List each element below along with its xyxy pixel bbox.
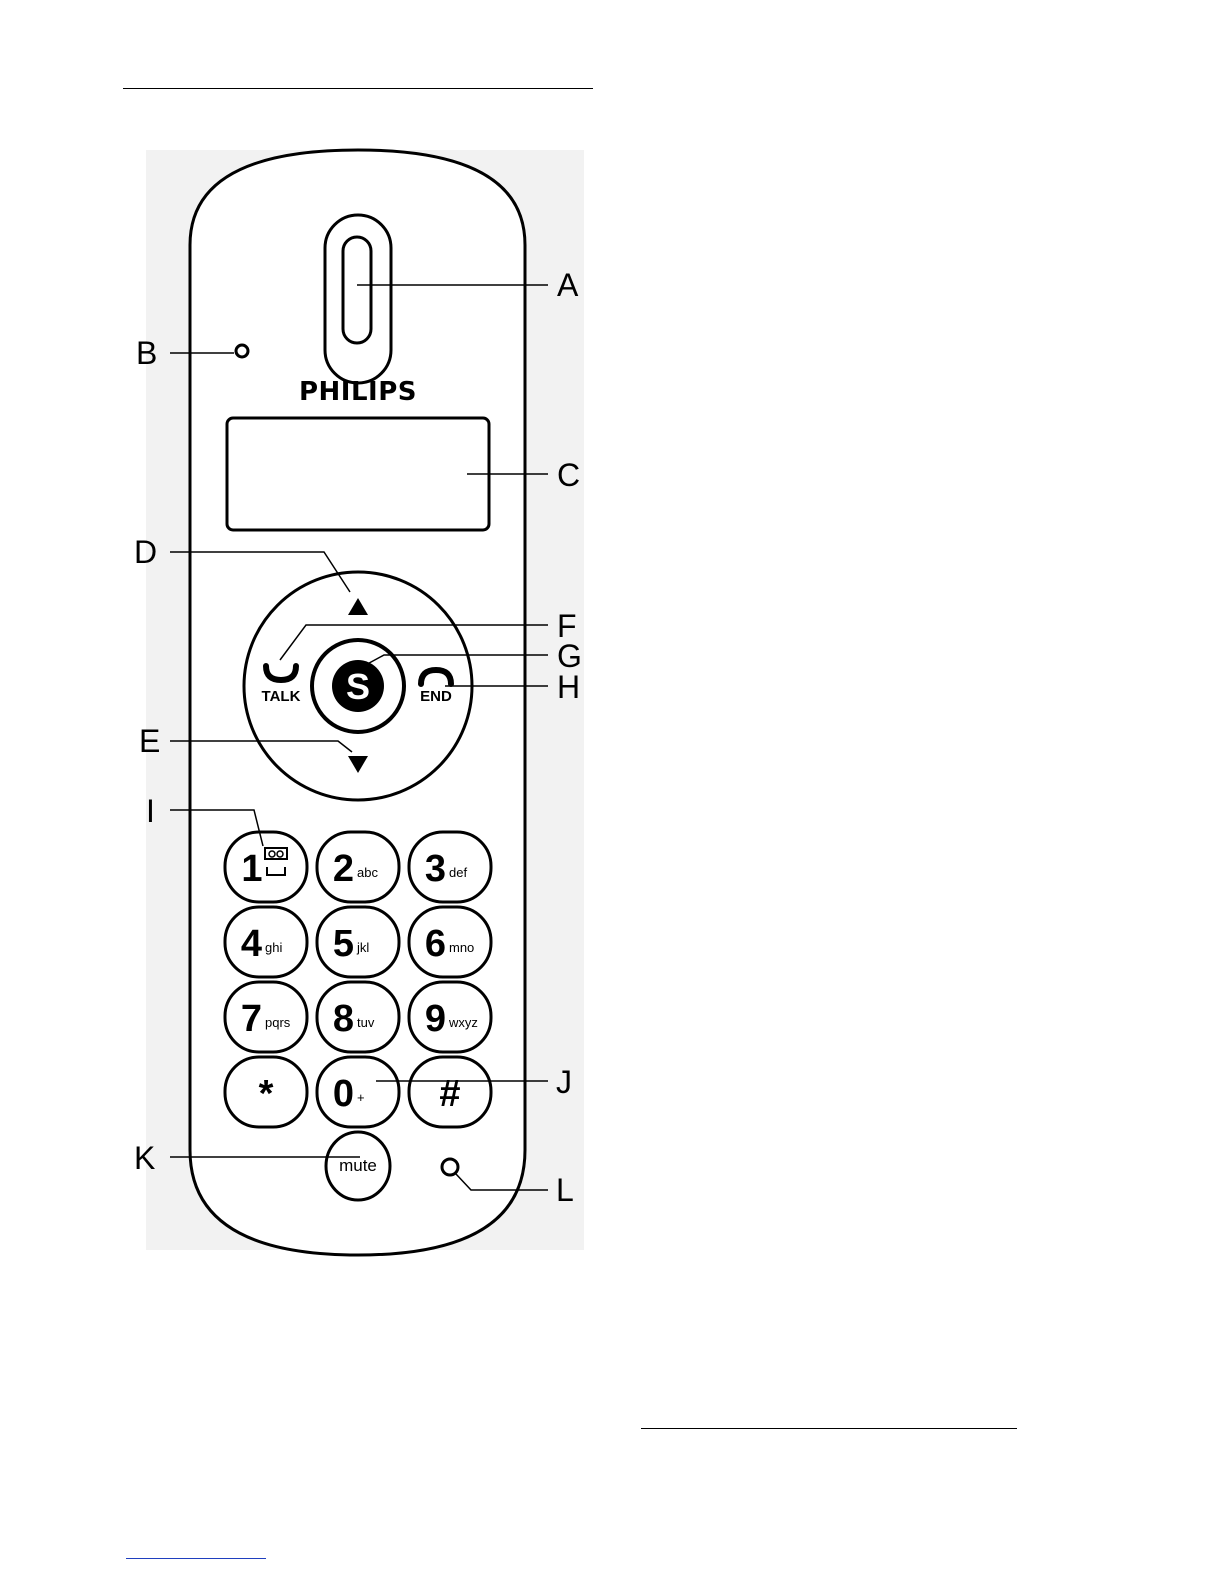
skype-button[interactable]: S (312, 640, 404, 732)
callout-l: L (556, 1172, 574, 1208)
key-letters: tuv (357, 1015, 375, 1030)
key-letters: wxyz (448, 1015, 478, 1030)
key-digit: 5 (333, 923, 354, 965)
callout-j: J (556, 1064, 572, 1100)
key-letters: pqrs (265, 1015, 291, 1030)
key-digit: # (439, 1073, 460, 1115)
key-digit: 2 (333, 848, 354, 890)
key-digit: 0 (333, 1073, 354, 1115)
callout-a: A (557, 267, 579, 303)
microphone (442, 1159, 458, 1175)
callout-i: I (146, 793, 155, 829)
key-letters: ghi (265, 940, 282, 955)
key-0[interactable]: 0+ (317, 1057, 399, 1127)
key-star[interactable]: * (225, 1057, 307, 1127)
key-hash[interactable]: # (409, 1057, 491, 1127)
talk-label: TALK (262, 688, 301, 705)
key-digit: 4 (241, 923, 262, 965)
earpiece (325, 215, 391, 383)
key-letters: abc (357, 865, 378, 880)
key-digit: 3 (425, 848, 446, 890)
key-letters: mno (449, 940, 474, 955)
callout-h: H (557, 669, 580, 705)
brand-logo: PHILIPS (299, 377, 417, 407)
key-digit: 9 (425, 998, 446, 1040)
key-digit: 7 (241, 998, 262, 1040)
mute-label: mute (339, 1156, 377, 1175)
end-label: END (420, 688, 452, 705)
mute-button[interactable]: mute (326, 1132, 390, 1200)
key-letters: jkl (356, 940, 369, 955)
callout-k: K (134, 1140, 155, 1176)
callout-e: E (139, 723, 160, 759)
key-digit: 6 (425, 923, 446, 965)
key-digit: * (259, 1073, 274, 1115)
display-screen (227, 418, 489, 530)
key-digit: 8 (333, 998, 354, 1040)
skype-letter: S (346, 666, 370, 707)
callout-b: B (136, 335, 157, 371)
callout-d: D (134, 534, 157, 570)
key-letters: + (357, 1090, 365, 1105)
indicator-light (236, 345, 248, 357)
key-digit: 1 (241, 848, 262, 890)
callout-c: C (557, 457, 580, 493)
key-letters: def (449, 865, 467, 880)
